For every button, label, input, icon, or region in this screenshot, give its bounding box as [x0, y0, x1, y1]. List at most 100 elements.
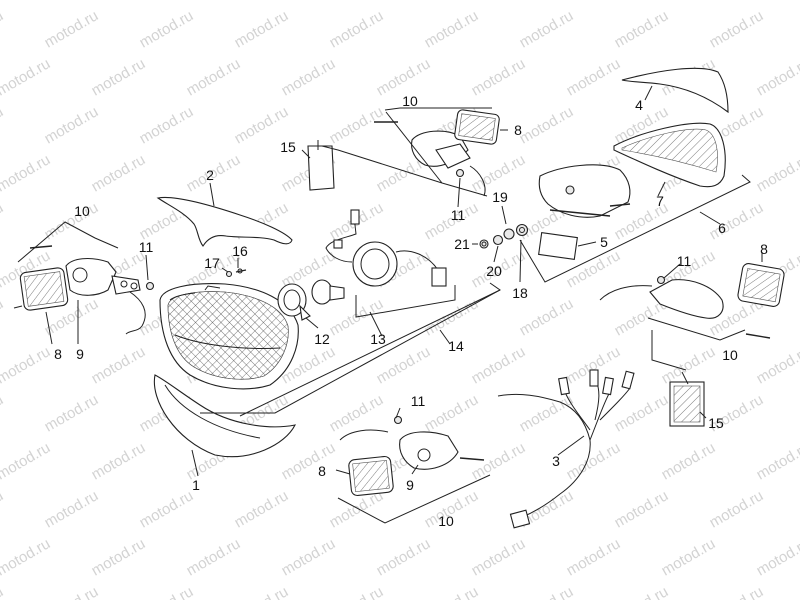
callout-13: 13 — [370, 331, 386, 347]
watermark-text: motod.ru — [517, 295, 577, 339]
part-grommets — [479, 223, 529, 249]
watermark-text: motod.ru — [612, 583, 672, 600]
callout-4: 4 — [635, 97, 643, 113]
callout-3: 3 — [552, 453, 560, 469]
part-license-holder — [538, 231, 578, 261]
callout-12: 12 — [314, 331, 330, 347]
watermark-text: motod.ru — [42, 487, 102, 531]
watermark-text: motod.ru — [0, 583, 6, 600]
callout-7: 7 — [656, 193, 664, 209]
group-boundary-lines — [17, 107, 751, 524]
watermark-text: motod.ru — [469, 343, 529, 387]
part-turn-signal-front-right — [599, 263, 785, 339]
watermark-text: motod.ru — [659, 0, 719, 3]
watermark-text: motod.ru — [0, 199, 6, 243]
watermark-text: motod.ru — [0, 487, 6, 531]
watermark-text: motod.ru — [374, 343, 434, 387]
watermark-text: motod.ru — [42, 583, 102, 600]
callout-15-right: 15 — [708, 415, 724, 431]
watermark-text: motod.ru — [754, 439, 800, 483]
part-tail-lamp-lens — [613, 122, 726, 188]
callout-19: 19 — [492, 189, 508, 205]
watermark-text: motod.ru — [89, 343, 149, 387]
watermark-text: motod.ru — [89, 535, 149, 579]
callout-10-top: 10 — [402, 93, 418, 109]
watermark-text: motod.ru — [42, 391, 102, 435]
watermark-text: motod.ru — [469, 535, 529, 579]
watermark-text: motod.ru — [754, 55, 800, 99]
watermark-text: motod.ru — [279, 0, 339, 3]
watermark-text: motod.ru — [89, 55, 149, 99]
callout-6: 6 — [718, 220, 726, 236]
watermark-text: motod.ru — [754, 0, 800, 3]
watermark-text: motod.ru — [659, 439, 719, 483]
callout-8-top: 8 — [514, 122, 522, 138]
part-tail-lamp-lens-cover — [621, 67, 729, 114]
watermark-text: motod.ru — [0, 7, 6, 51]
watermark-text: motod.ru — [707, 7, 767, 51]
callout-1: 1 — [192, 477, 200, 493]
callout-16: 16 — [232, 243, 248, 259]
watermark-text: motod.ru — [0, 295, 6, 339]
watermark-text: motod.ru — [754, 535, 800, 579]
watermark-text: motod.ru — [612, 7, 672, 51]
watermark-text: motod.ru — [0, 439, 53, 483]
watermark-text: motod.ru — [232, 487, 292, 531]
watermark-text: motod.ru — [137, 487, 197, 531]
watermark-text: motod.ru — [42, 103, 102, 147]
watermark-text: motod.ru — [564, 535, 624, 579]
watermark-text: motod.ru — [469, 55, 529, 99]
callout-10-bottom: 10 — [438, 513, 454, 529]
part-headlight-assembly — [159, 283, 299, 390]
callout-labels: 1 2 3 4 5 6 7 8 8 8 8 9 9 10 10 10 10 11… — [54, 93, 768, 529]
callout-14: 14 — [448, 338, 464, 354]
callout-8-left: 8 — [54, 346, 62, 362]
watermark-text: motod.ru — [754, 151, 800, 195]
part-small-screws — [225, 268, 247, 278]
watermark-text: motod.ru — [327, 391, 387, 435]
callout-8-bottom: 8 — [318, 463, 326, 479]
watermark-text: motod.ru — [612, 391, 672, 435]
watermark-text: motod.ru — [659, 343, 719, 387]
watermark-text: motod.ru — [0, 55, 53, 99]
watermark-text: motod.ru — [469, 439, 529, 483]
part-bulb-socket — [277, 279, 345, 321]
callout-8-right: 8 — [760, 241, 768, 257]
watermark-text: motod.ru — [279, 55, 339, 99]
watermark-text: motod.ru — [422, 583, 482, 600]
watermark-text: motod.ru — [0, 391, 6, 435]
watermark-text: motod.ru — [564, 55, 624, 99]
watermark-text: motod.ru — [517, 103, 577, 147]
part-turn-signal-rear-top — [374, 109, 500, 197]
watermark-text: motod.ru — [517, 7, 577, 51]
watermark-text: motod.ru — [327, 103, 387, 147]
watermark-text: motod.ru — [659, 535, 719, 579]
watermark-text: motod.ru — [184, 535, 244, 579]
part-headlight-harness — [325, 209, 447, 287]
callout-10-left: 10 — [74, 203, 90, 219]
watermark-text: motod.ru — [232, 7, 292, 51]
watermark-text: motod.ru — [89, 439, 149, 483]
watermark-text: motod.ru — [0, 103, 6, 147]
watermark-text: motod.ru — [137, 103, 197, 147]
part-tail-lamp-housing — [538, 164, 631, 218]
callout-15-top: 15 — [280, 139, 296, 155]
watermark-text: motod.ru — [564, 0, 624, 3]
watermark-text: motod.ru — [422, 391, 482, 435]
watermark-text: motod.ru — [422, 7, 482, 51]
callout-18: 18 — [512, 285, 528, 301]
part-reflector-bracket-top — [307, 140, 335, 191]
callout-5: 5 — [600, 234, 608, 250]
part-turn-signal-rear-bottom — [339, 415, 485, 497]
watermark-text: motod.ru — [327, 7, 387, 51]
watermark-text: motod.ru — [42, 7, 102, 51]
watermark-text: motod.ru — [137, 7, 197, 51]
callout-2: 2 — [206, 167, 214, 183]
watermark-text: motod.ru — [0, 151, 53, 195]
watermark-text: motod.ru — [612, 487, 672, 531]
watermark-text: motod.ru — [564, 439, 624, 483]
callout-10-right: 10 — [722, 347, 738, 363]
watermark-text: motod.ru — [327, 583, 387, 600]
callout-9-bottom: 9 — [406, 477, 414, 493]
